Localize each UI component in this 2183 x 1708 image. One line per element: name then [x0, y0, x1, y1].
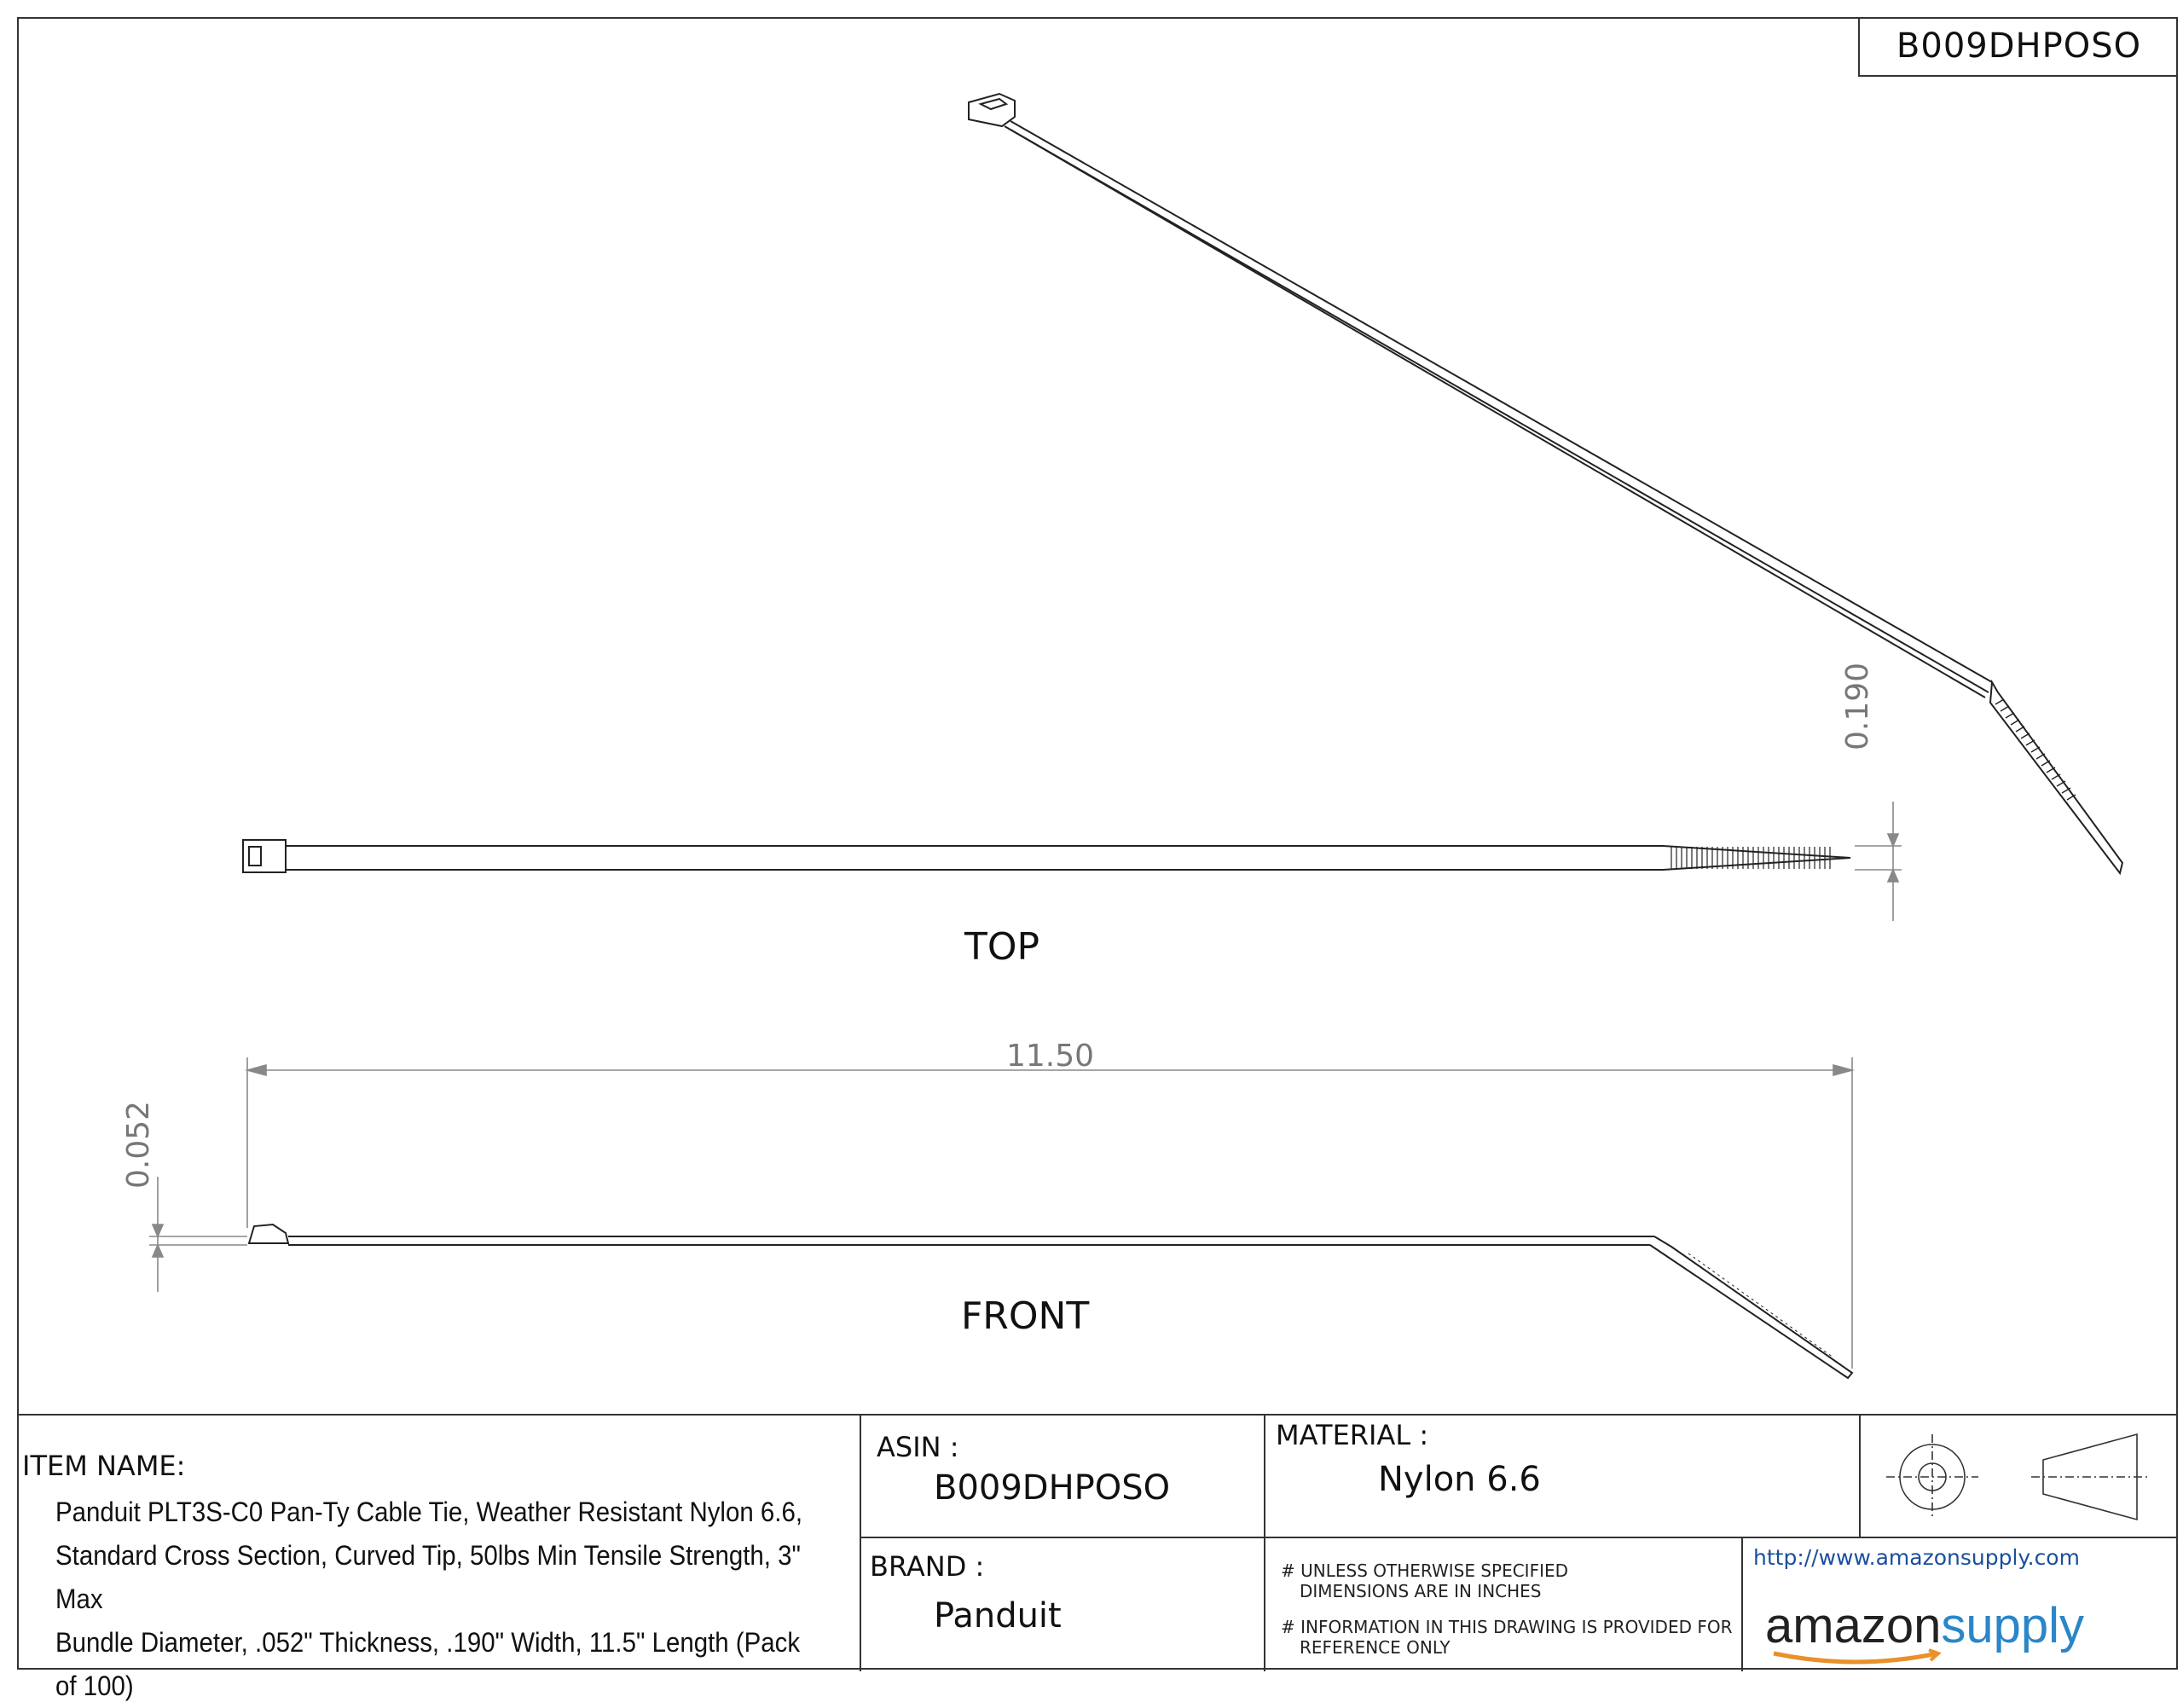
header-asin-box: B009DHPOSO: [1858, 17, 2178, 77]
top-tie-head-lock: [248, 846, 262, 866]
iso-tip: [1989, 679, 2124, 876]
dim-width-value: 0.190: [1840, 662, 1875, 750]
front-tie-head: [247, 1223, 290, 1244]
logo-amazon-text: amazon: [1765, 1598, 1942, 1653]
brand-label: BRAND :: [870, 1550, 985, 1583]
brand-value: Panduit: [934, 1596, 1062, 1636]
top-view-label: TOP: [964, 925, 1040, 969]
front-view: [247, 1223, 1854, 1380]
note-reference-line-1: # INFORMATION IN THIS DRAWING IS PROVIDE…: [1281, 1617, 1733, 1637]
item-name-description: Panduit PLT3S-C0 Pan-Ty Cable Tie, Weath…: [55, 1491, 808, 1708]
isometric-view: [968, 92, 2124, 876]
asin-cell: ASIN : B009DHPOSO: [861, 1416, 1265, 1538]
material-value: Nylon 6.6: [1378, 1460, 1541, 1499]
header-asin-code: B009DHPOSO: [1896, 26, 2142, 66]
logo-supply-text: supply: [1941, 1598, 2084, 1653]
website-link[interactable]: http://www.amazonsupply.com: [1753, 1545, 2080, 1570]
note-units-line-2: DIMENSIONS ARE IN INCHES: [1300, 1581, 1542, 1601]
amazonsupply-logo: amazonsupply: [1765, 1597, 2084, 1665]
item-name-line: Bundle Diameter, .052" Thickness, .190" …: [55, 1627, 801, 1701]
front-strap-curve: [1649, 1236, 1854, 1380]
note-reference-line-2: REFERENCE ONLY: [1300, 1637, 1451, 1658]
sheet-border: [17, 17, 2178, 1670]
title-block: ITEM NAME: Panduit PLT3S-C0 Pan-Ty Cable…: [17, 1414, 2178, 1701]
item-name-label: ITEM NAME:: [22, 1450, 186, 1482]
dim-width: [1855, 802, 1902, 921]
note-units-line-1: # UNLESS OTHERWISE SPECIFIED: [1281, 1560, 1569, 1581]
dim-thickness-value: 0.052: [121, 1100, 156, 1189]
front-view-label: FRONT: [961, 1294, 1090, 1338]
material-cell: MATERIAL : Nylon 6.6: [1265, 1416, 1861, 1538]
notes-cell: # UNLESS OTHERWISE SPECIFIED DIMENSIONS …: [1265, 1538, 1743, 1671]
top-strap-teeth: [1671, 847, 1831, 869]
logo-smile-icon: [1773, 1648, 1941, 1665]
item-name-line: Standard Cross Section, Curved Tip, 50lb…: [55, 1540, 801, 1614]
iso-strap-edge-1: [1010, 120, 1993, 683]
asin-value: B009DHPOSO: [934, 1468, 1171, 1508]
iso-strap-edge-3: [1004, 125, 1986, 698]
item-name-line: Panduit PLT3S-C0 Pan-Ty Cable Tie, Weath…: [55, 1497, 802, 1527]
top-view: [242, 839, 1851, 873]
dim-length: [244, 1057, 1856, 1369]
iso-tie-head: [968, 92, 1016, 128]
dim-thickness: [149, 1177, 247, 1292]
third-angle-projection-icon: [1886, 1433, 2149, 1521]
material-label: MATERIAL :: [1276, 1419, 1429, 1451]
dim-length-value: 11.50: [1006, 1039, 1095, 1074]
note-reference: # INFORMATION IN THIS DRAWING IS PROVIDE…: [1281, 1617, 1732, 1658]
top-tie-head: [242, 839, 287, 873]
iso-tie-head-slot: [978, 97, 1009, 111]
top-strap-tip: [1662, 845, 1851, 871]
projection-symbol-cell: [1861, 1416, 2178, 1538]
iso-strap-edge-2: [1010, 129, 1989, 693]
front-strap-texture: [1688, 1253, 1834, 1358]
asin-label: ASIN :: [877, 1431, 959, 1463]
item-name-cell: ITEM NAME: Panduit PLT3S-C0 Pan-Ty Cable…: [17, 1416, 861, 1701]
note-units: # UNLESS OTHERWISE SPECIFIED DIMENSIONS …: [1281, 1560, 1568, 1601]
iso-tip-teeth: [1995, 698, 2076, 801]
brand-cell: BRAND : Panduit: [861, 1538, 1265, 1671]
